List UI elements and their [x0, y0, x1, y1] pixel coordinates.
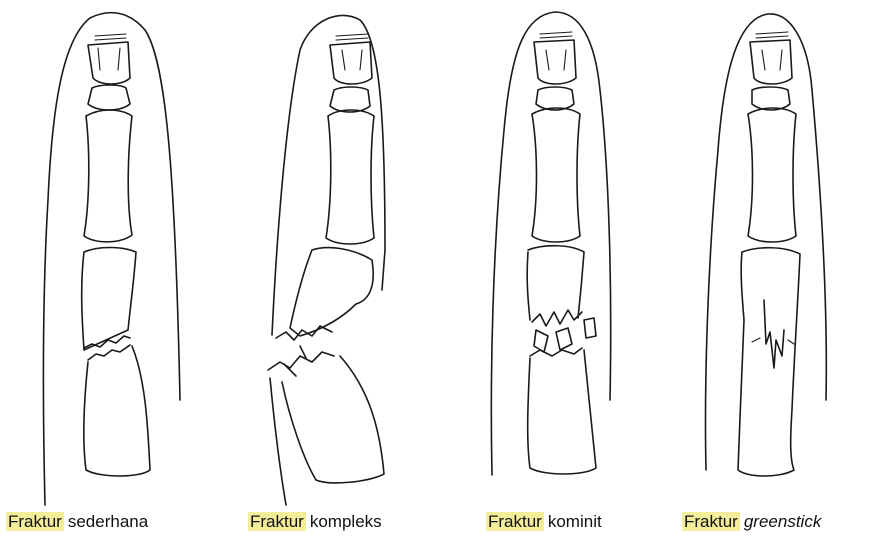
finger-greenstick-fracture [706, 14, 827, 476]
caption-type: sederhana [68, 512, 148, 531]
finger-comminuted-fracture [491, 12, 610, 475]
caption-complex-fracture: Frakturkompleks [248, 512, 382, 532]
caption-word-fraktur: Fraktur [682, 512, 740, 531]
finger-complex-fracture [268, 15, 385, 505]
caption-type: kominit [548, 512, 602, 531]
caption-word-fraktur: Fraktur [6, 512, 64, 531]
caption-type: greenstick [744, 512, 821, 531]
caption-simple-fracture: Fraktursederhana [6, 512, 148, 532]
caption-word-fraktur: Fraktur [486, 512, 544, 531]
finger-simple-fracture [43, 13, 180, 505]
caption-word-fraktur: Fraktur [248, 512, 306, 531]
caption-comminuted-fracture: Frakturkominit [486, 512, 602, 532]
caption-greenstick-fracture: Frakturgreenstick [682, 512, 821, 532]
caption-type: kompleks [310, 512, 382, 531]
